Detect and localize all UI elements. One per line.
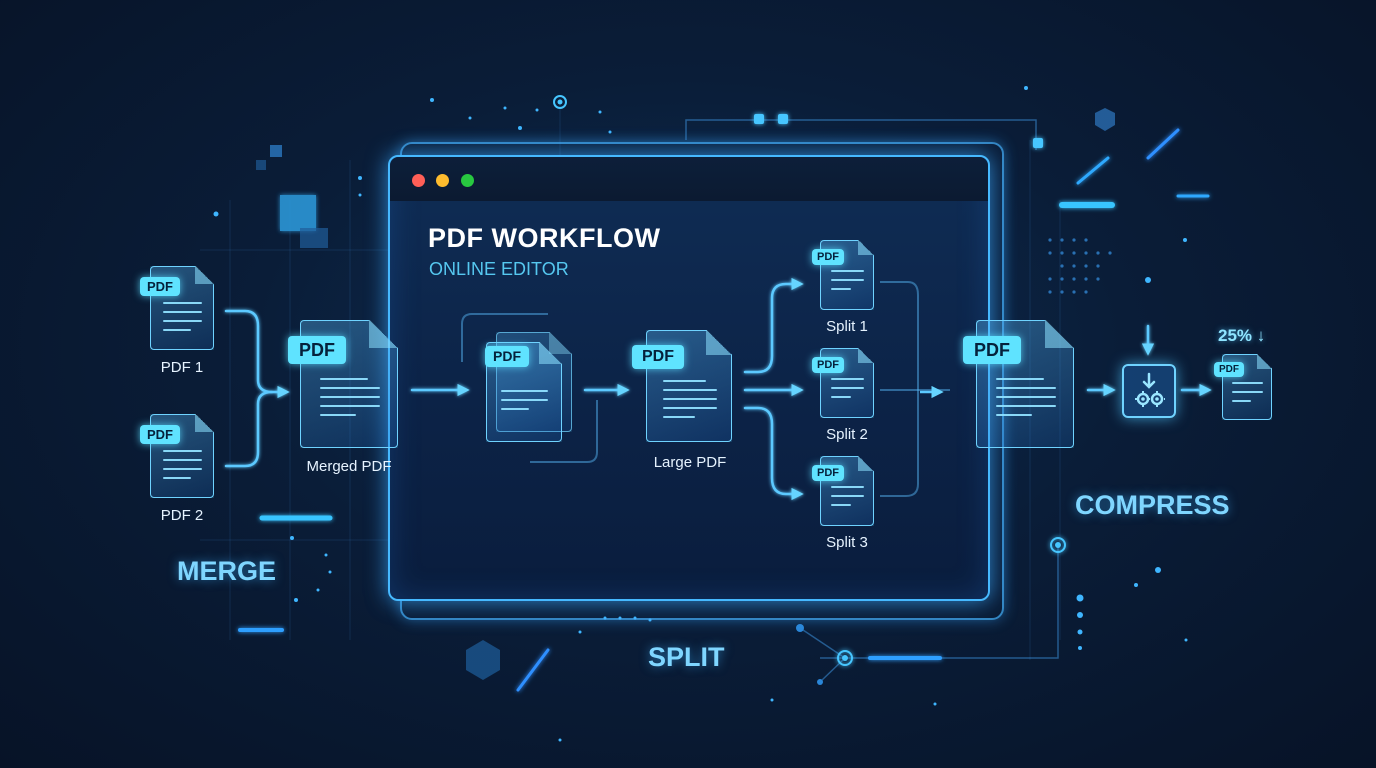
merge-section-label: MERGE [177,556,277,586]
large-pdf-tag: PDF [632,345,684,369]
compression-ratio-label: 25% ↓ [1218,326,1266,345]
split2-document-icon[interactable] [820,348,874,418]
split1-label: Split 1 [826,318,868,335]
large-pdf-label: Large PDF [653,454,727,471]
pdf2-label: PDF 2 [160,507,204,524]
compress-section-label: COMPRESS [1075,490,1230,520]
split-section-label: SPLIT [648,642,725,672]
window-subtitle: ONLINE EDITOR [429,259,569,279]
compress-gears-icon[interactable] [1122,364,1176,418]
window-titlebar [390,157,988,201]
merged-pdf-document-icon[interactable] [300,320,398,448]
compress-input-tag: PDF [963,336,1021,364]
split1-tag: PDF [812,249,844,265]
window-title: PDF WORKFLOW [428,223,661,253]
split2-tag: PDF [812,357,844,373]
close-window-button[interactable] [412,174,425,187]
merged-pdf-label: Merged PDF [306,458,392,475]
split3-label: Split 3 [826,534,868,551]
split3-tag: PDF [812,465,844,481]
pdf1-tag: PDF [140,277,180,296]
maximize-window-button[interactable] [461,174,474,187]
minimize-window-button[interactable] [436,174,449,187]
split2-label: Split 2 [826,426,868,443]
pdf2-document-icon[interactable] [150,414,214,498]
stacked-pdf-tag: PDF [485,346,529,367]
merged-pdf-tag: PDF [288,336,346,364]
large-pdf-document-icon[interactable] [646,330,732,442]
compressed-output-tag: PDF [1214,362,1244,377]
editor-window: PDF WORKFLOW ONLINE EDITOR [388,155,990,601]
pdf1-label: PDF 1 [160,359,204,376]
gears-icon [1135,372,1165,407]
pdf2-tag: PDF [140,425,180,444]
